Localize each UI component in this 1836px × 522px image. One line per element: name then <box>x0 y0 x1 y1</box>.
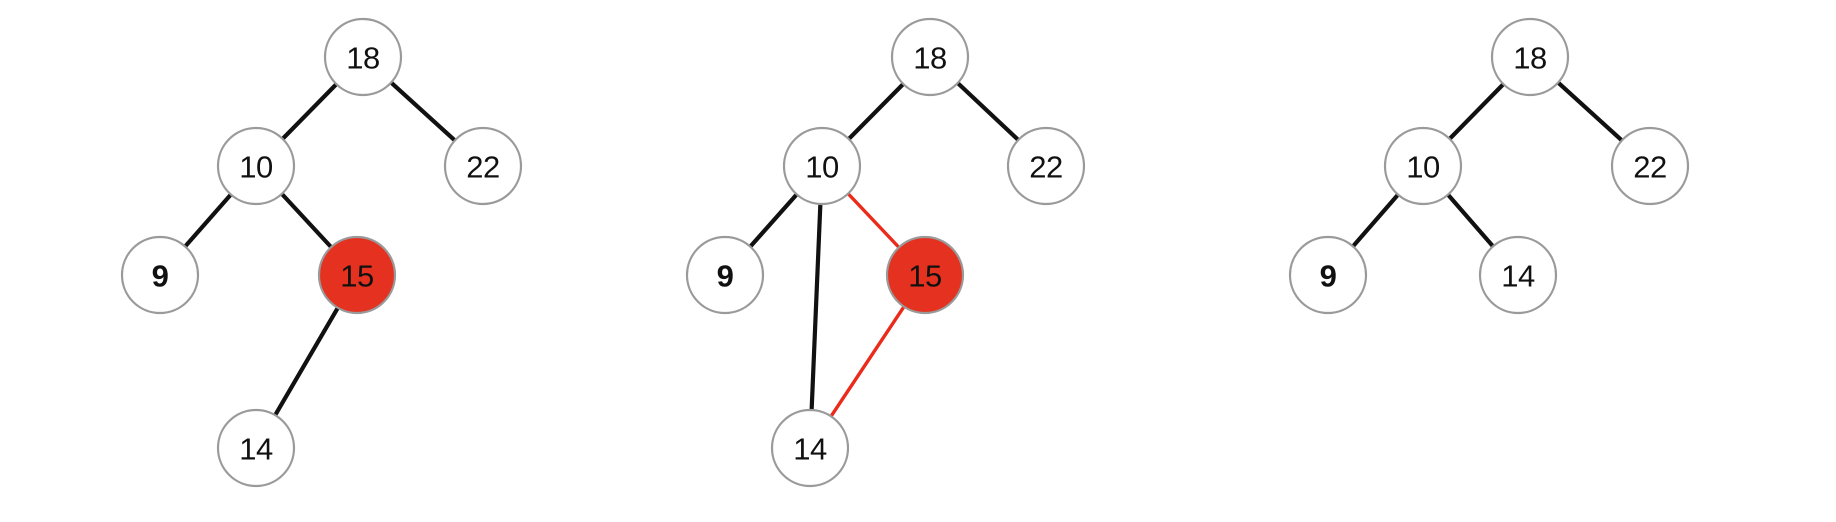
tree-node-22[interactable]: 22 <box>1006 126 1086 206</box>
node-label: 18 <box>913 41 946 76</box>
tree-edge-18-to-22 <box>389 80 457 143</box>
node-circle[interactable] <box>1006 126 1086 206</box>
node-circle[interactable] <box>1478 235 1558 315</box>
node-label: 15 <box>340 259 373 294</box>
node-circle[interactable] <box>323 17 403 97</box>
tree-node-10[interactable]: 10 <box>216 126 296 206</box>
tree-edge-18-to-22 <box>955 80 1021 143</box>
tree-edge-15-to-14 <box>829 304 906 419</box>
tree-edge-10-to-9 <box>748 192 799 249</box>
node-label: 14 <box>793 432 827 467</box>
node-label: 22 <box>466 150 499 185</box>
tree-edge-10-to-15 <box>846 191 901 250</box>
node-circle[interactable] <box>890 17 970 97</box>
tree-node-18[interactable]: 18 <box>1490 17 1570 97</box>
node-label: 22 <box>1633 150 1666 185</box>
node-circle[interactable] <box>120 235 200 315</box>
node-label: 9 <box>1320 259 1337 294</box>
node-circle-highlighted[interactable] <box>885 235 965 315</box>
tree-nodes-tree-rotating: 18 10 22 9 15 14 <box>685 17 1086 488</box>
tree-node-18[interactable]: 18 <box>890 17 970 97</box>
node-circle[interactable] <box>782 126 862 206</box>
node-circle[interactable] <box>216 126 296 206</box>
tree-edge-10-to-14 <box>809 201 823 413</box>
tree-node-9[interactable]: 9 <box>1288 235 1368 315</box>
tree-edge-18-to-10 <box>280 82 339 141</box>
node-label: 18 <box>346 41 379 76</box>
tree-edge-15-to-14 <box>273 305 340 418</box>
tree-node-10[interactable]: 10 <box>782 126 862 206</box>
node-label: 14 <box>239 432 273 467</box>
node-label: 18 <box>1513 41 1546 76</box>
node-label: 14 <box>1501 259 1535 294</box>
tree-edge-18-to-10 <box>1447 82 1506 141</box>
tree-edges-tree-before <box>183 80 457 418</box>
node-label: 10 <box>805 150 839 185</box>
tree-node-14[interactable]: 14 <box>216 408 296 488</box>
node-circle[interactable] <box>770 408 850 488</box>
tree-edge-10-to-14 <box>1445 192 1496 249</box>
node-circle[interactable] <box>1610 126 1690 206</box>
tree-nodes-tree-before: 18 10 22 9 15 14 <box>120 17 523 488</box>
node-circle[interactable] <box>1383 126 1463 206</box>
tree-node-15[interactable]: 15 <box>885 235 965 315</box>
tree-node-22[interactable]: 22 <box>443 126 523 206</box>
node-circle[interactable] <box>1288 235 1368 315</box>
tree-node-15[interactable]: 15 <box>317 235 397 315</box>
tree-node-10[interactable]: 10 <box>1383 126 1463 206</box>
tree-node-9[interactable]: 9 <box>120 235 200 315</box>
tree-node-18[interactable]: 18 <box>323 17 403 97</box>
node-label: 22 <box>1029 150 1062 185</box>
tree-node-9[interactable]: 9 <box>685 235 765 315</box>
edges-layer <box>183 80 1624 419</box>
tree-edges-tree-rotating <box>748 80 1021 419</box>
node-circle[interactable] <box>685 235 765 315</box>
node-label: 10 <box>1406 150 1440 185</box>
tree-edge-18-to-22 <box>1556 80 1624 143</box>
tree-edge-10-to-9 <box>183 192 233 249</box>
node-circle[interactable] <box>1490 17 1570 97</box>
tree-node-14[interactable]: 14 <box>1478 235 1558 315</box>
node-label: 9 <box>152 259 169 294</box>
node-label: 9 <box>717 259 734 294</box>
node-label: 15 <box>908 259 941 294</box>
nodes-layer: 18 10 22 9 15 14 18 10 22 9 15 14 18 10 22 9 14 <box>120 17 1690 488</box>
node-circle[interactable] <box>216 408 296 488</box>
tree-node-14[interactable]: 14 <box>770 408 850 488</box>
tree-edges-tree-after <box>1350 80 1624 249</box>
tree-edge-10-to-15 <box>279 191 334 250</box>
tree-nodes-tree-after: 18 10 22 9 14 <box>1288 17 1690 315</box>
tree-node-22[interactable]: 22 <box>1610 126 1690 206</box>
node-circle-highlighted[interactable] <box>317 235 397 315</box>
tree-edge-10-to-9 <box>1350 192 1401 249</box>
node-circle[interactable] <box>443 126 523 206</box>
node-label: 10 <box>239 150 273 185</box>
tree-edge-18-to-10 <box>846 81 906 142</box>
